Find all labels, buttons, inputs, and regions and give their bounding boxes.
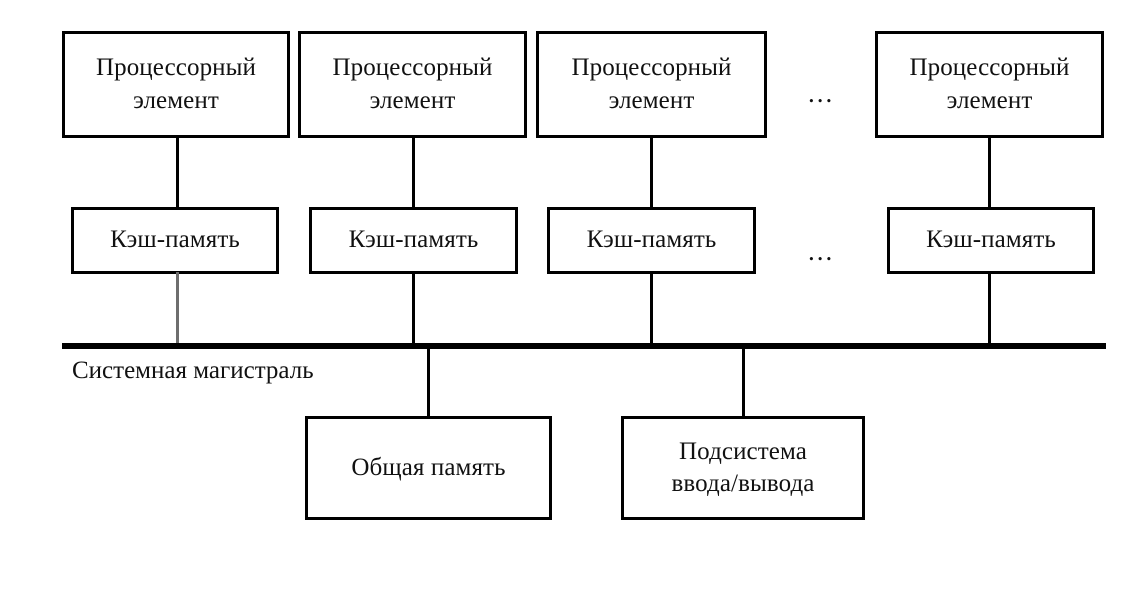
io-subsystem[interactable]: Подсистема ввода/вывода bbox=[621, 416, 865, 520]
cache-memory-3[interactable]: Кэш-память bbox=[547, 207, 756, 274]
processing-element-3[interactable]: Процессорный элемент bbox=[536, 31, 767, 138]
system-bus-line bbox=[62, 343, 1106, 349]
connector-bus-shared-memory bbox=[427, 346, 430, 417]
cache-memory-1[interactable]: Кэш-память bbox=[71, 207, 279, 274]
connector-pe3-cache3 bbox=[650, 136, 653, 209]
connector-pe2-cache2 bbox=[412, 136, 415, 209]
processing-element-4[interactable]: Процессорный элемент bbox=[875, 31, 1104, 138]
processing-element-1[interactable]: Процессорный элемент bbox=[62, 31, 290, 138]
system-bus-label: Системная магистраль bbox=[72, 357, 314, 384]
shared-memory[interactable]: Общая память bbox=[305, 416, 552, 520]
connector-pe4-cache4 bbox=[988, 136, 991, 209]
connector-cache2-bus bbox=[412, 272, 415, 346]
connector-cache3-bus bbox=[650, 272, 653, 346]
ellipsis-processing-elements: ... bbox=[808, 78, 835, 108]
cache-memory-4[interactable]: Кэш-память bbox=[887, 207, 1095, 274]
connector-bus-io-subsystem bbox=[742, 346, 745, 417]
connector-cache4-bus bbox=[988, 272, 991, 346]
ellipsis-caches: ... bbox=[808, 236, 835, 266]
connector-pe1-cache1 bbox=[176, 136, 179, 209]
connector-cache1-bus bbox=[176, 272, 179, 346]
processing-element-2[interactable]: Процессорный элемент bbox=[298, 31, 527, 138]
cache-memory-2[interactable]: Кэш-память bbox=[309, 207, 518, 274]
